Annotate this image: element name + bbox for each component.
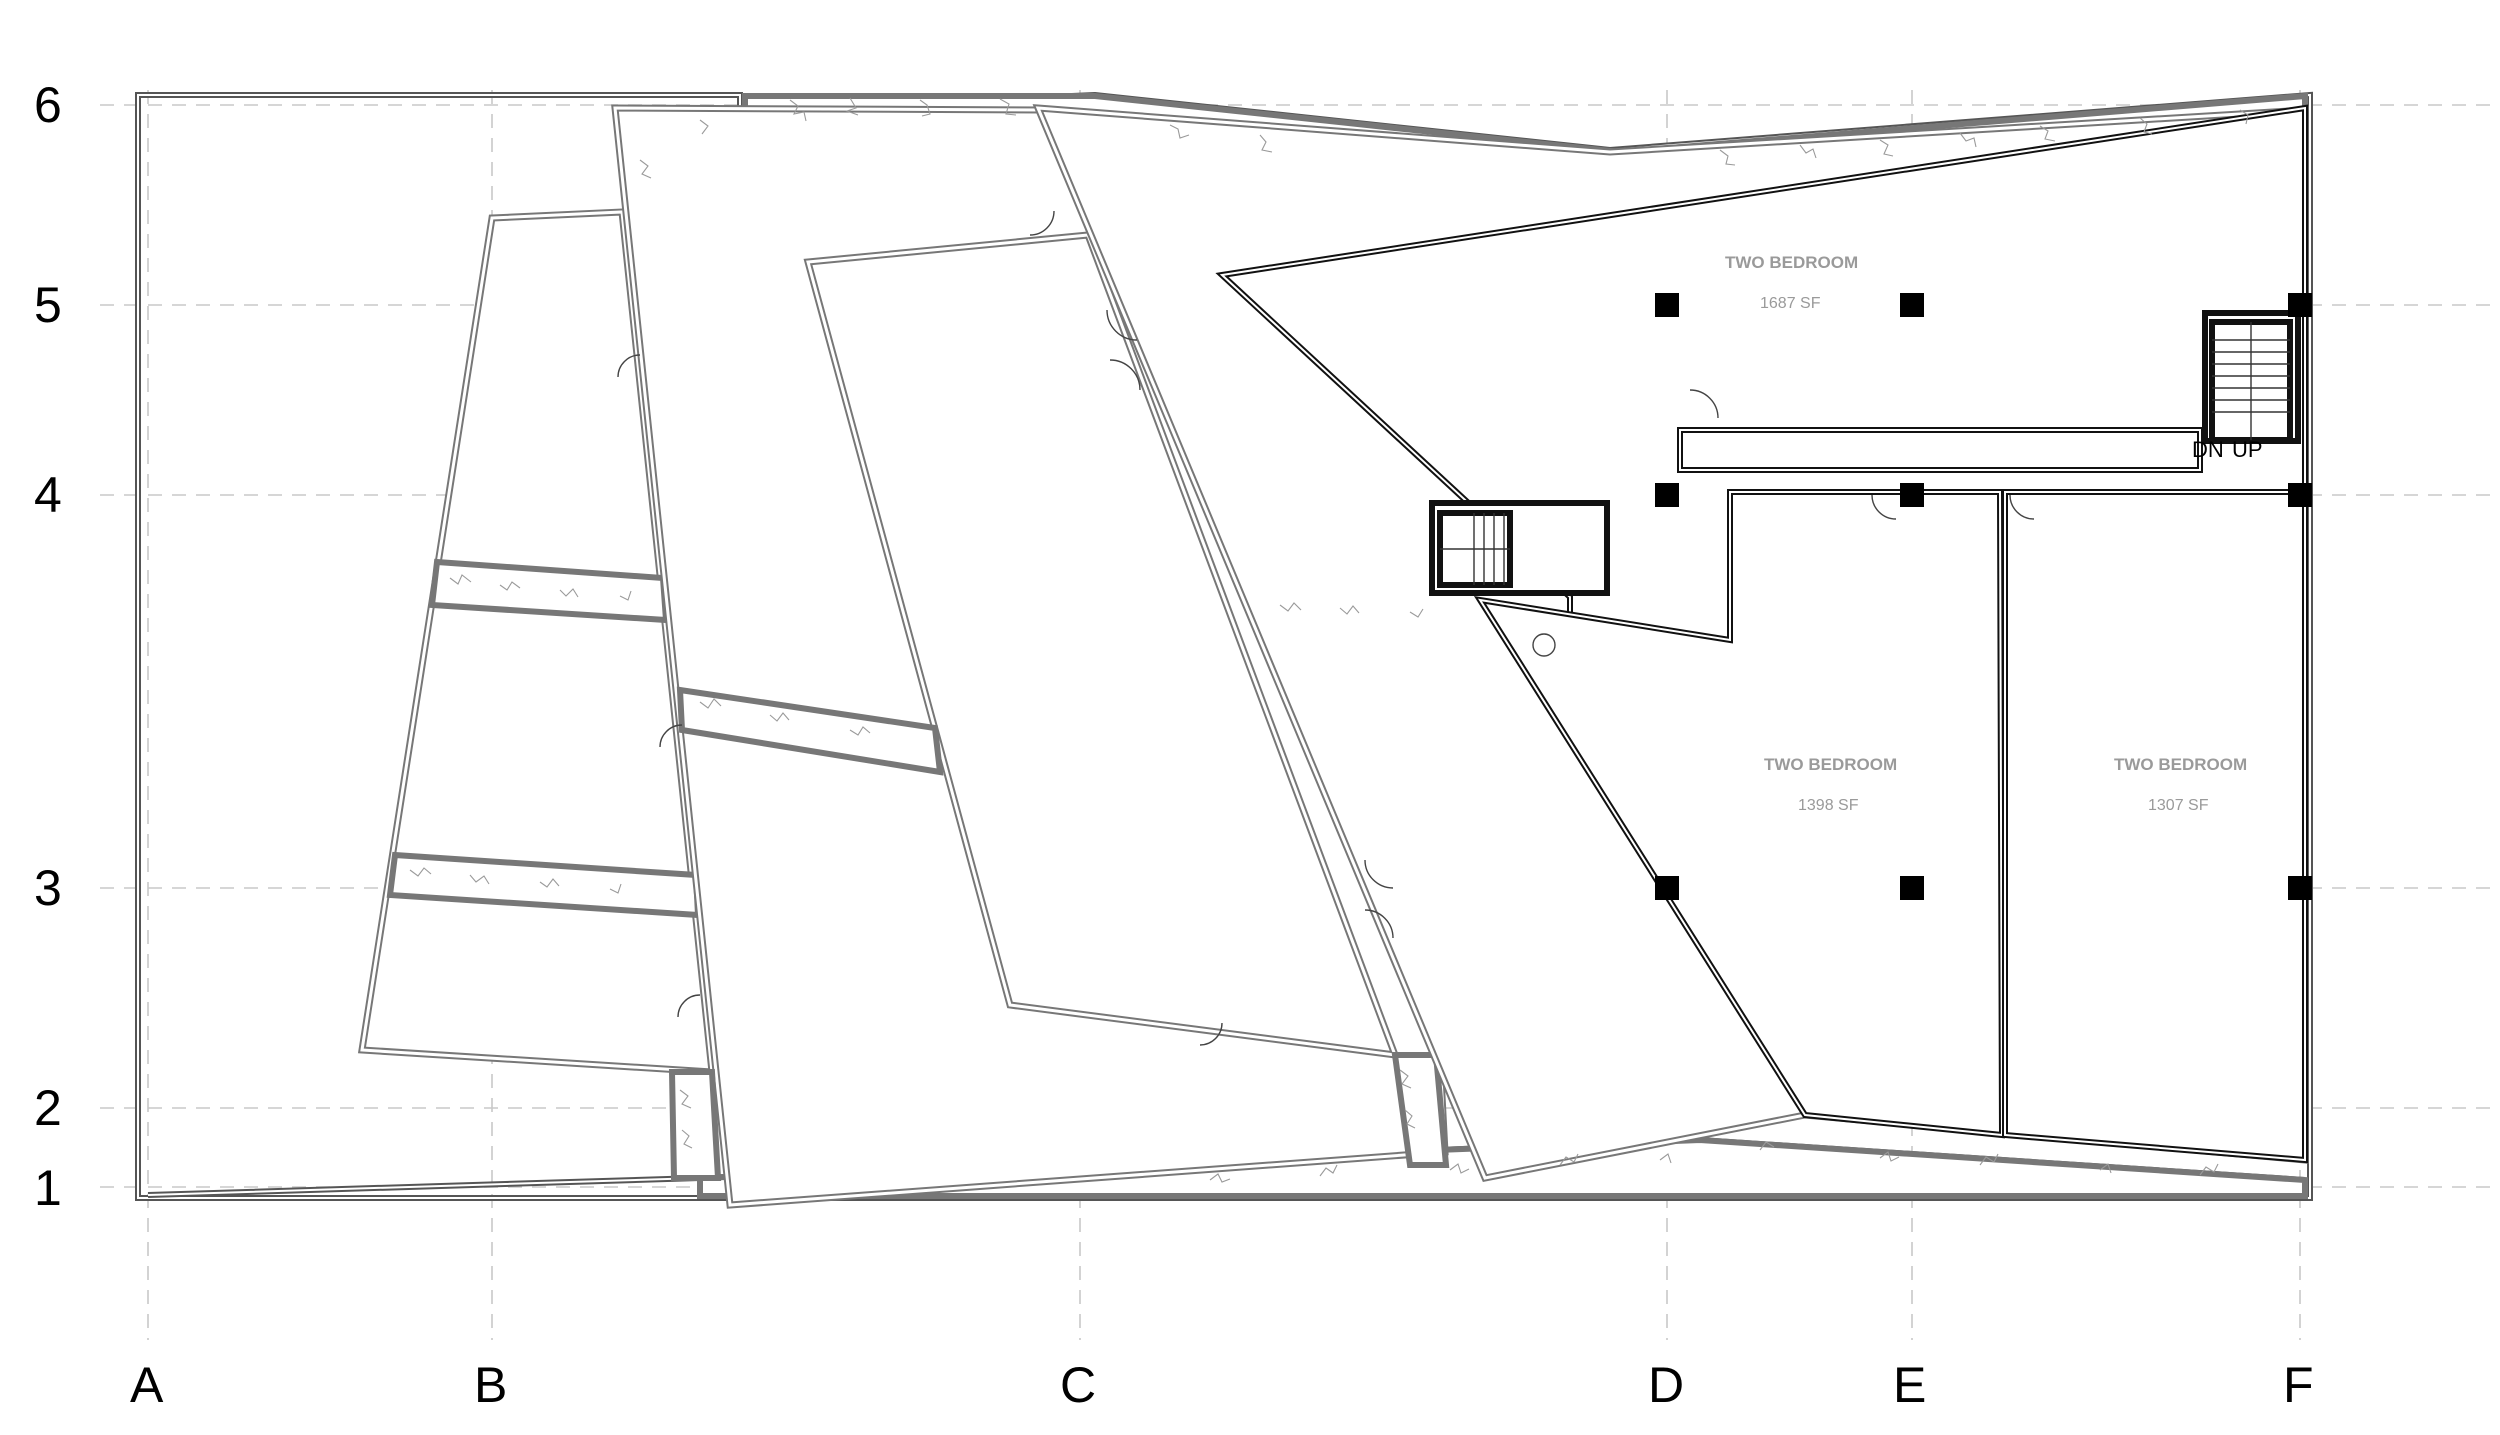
column-e3 (1900, 876, 1924, 900)
stair-door-left (1532, 633, 1556, 657)
grid-label-d: D (1648, 1357, 1684, 1413)
doors (617, 210, 2035, 1046)
door-swing-9 (1199, 1022, 1223, 1046)
column-d4 (1655, 483, 1679, 507)
grid-label-c: C (1060, 1357, 1096, 1413)
column-e4 (1900, 483, 1924, 507)
column-f5 (2288, 293, 2312, 317)
grid-label-f: F (2283, 1357, 2314, 1413)
grid-label-5: 5 (34, 277, 62, 333)
column-f3 (2288, 876, 2312, 900)
grid-label-e: E (1893, 1357, 1926, 1413)
stair-down-label: DN (2192, 437, 2224, 462)
grid-label-a: A (130, 1357, 164, 1413)
planting (409, 97, 2249, 1183)
door-swing-5 (1109, 359, 1141, 391)
door-swing-8 (1364, 909, 1394, 939)
grid-label-b: B (474, 1357, 507, 1413)
courtyard-planter-3 (676, 686, 944, 776)
stair-core-left (1429, 500, 1610, 657)
unit-name-2: TWO BEDROOM (1764, 755, 1897, 774)
stair-treads-left (1440, 513, 1510, 585)
column-e5 (1900, 293, 1924, 317)
grid-labels: A B C D E F 6 5 4 3 2 1 (34, 77, 2314, 1413)
unit-name-3: TWO BEDROOM (2114, 755, 2247, 774)
column-d5 (1655, 293, 1679, 317)
courtyard-planter-6 (1391, 1052, 1450, 1168)
grid-label-4: 4 (34, 467, 62, 523)
room-labels: TWO BEDROOM 1687 SF TWO BEDROOM 1398 SF … (1725, 253, 2247, 814)
unit-area-3: 1307 SF (2148, 797, 2209, 814)
door-swing-1 (1689, 389, 1719, 419)
unit-area-1: 1687 SF (1760, 295, 1821, 312)
unit-area-2: 1398 SF (1798, 797, 1859, 814)
courtyard-planter-5 (668, 1069, 722, 1181)
stair-core-right: DN UP (2192, 310, 2301, 462)
unit-name-1: TWO BEDROOM (1725, 253, 1858, 272)
door-swing-2 (1871, 494, 1897, 520)
grid-label-6: 6 (34, 77, 62, 133)
unit-1398 (1473, 489, 2006, 1139)
unit-1307 (2002, 489, 2308, 1164)
door-swing-4 (1106, 309, 1138, 341)
door-swing-6 (1029, 210, 1055, 236)
column-d3 (1655, 876, 1679, 900)
stair-up-label: UP (2232, 437, 2263, 462)
grid-label-1: 1 (34, 1160, 62, 1216)
stair-treads-right (2212, 322, 2290, 440)
door-swing-3 (2009, 494, 2035, 520)
structural-columns (1655, 293, 2312, 900)
door-swing-10 (617, 354, 641, 378)
corridor (1677, 427, 2203, 473)
column-f4 (2288, 483, 2312, 507)
door-swing-7 (1364, 859, 1394, 889)
door-swing-11 (659, 724, 683, 748)
grid-label-3: 3 (34, 860, 62, 916)
grid-label-2: 2 (34, 1080, 62, 1136)
door-swing-12 (677, 994, 701, 1018)
